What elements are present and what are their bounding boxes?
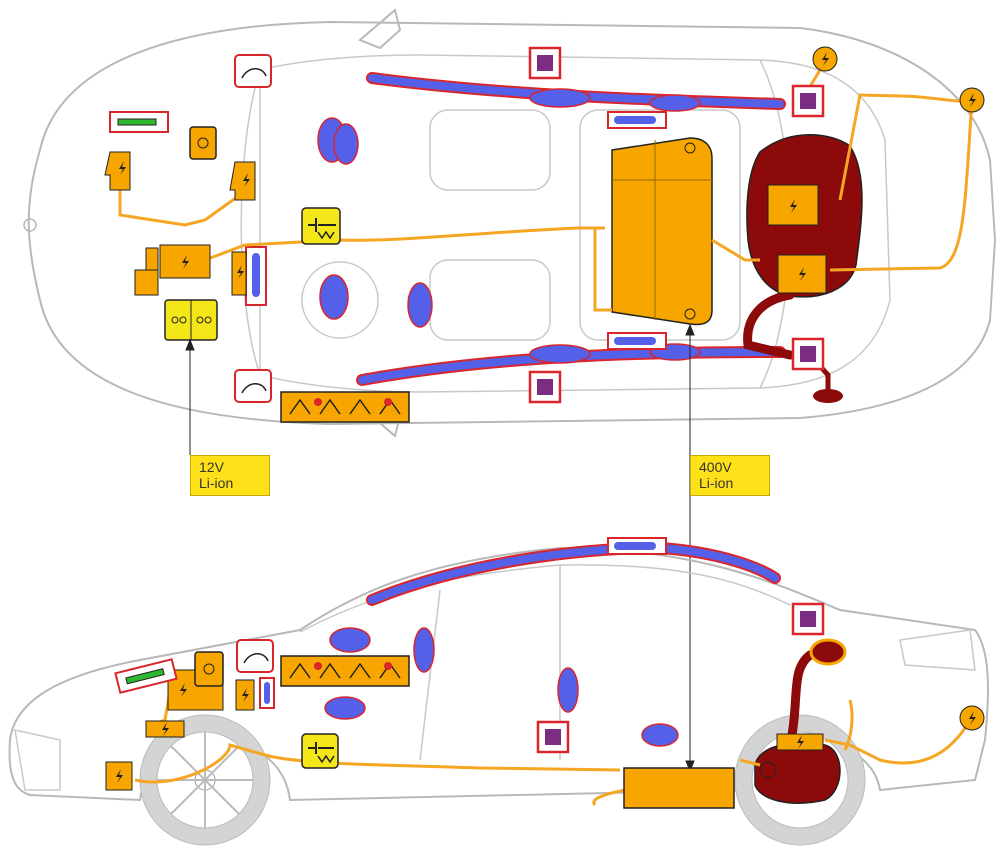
- airbag-control-unit-icon: [301, 207, 341, 245]
- label-400v-line1: 400V: [699, 459, 732, 475]
- label-12v-li-ion: 12V Li-ion: [190, 455, 270, 496]
- fuse-icon: [109, 111, 217, 160]
- car-top-inner-outline: [259, 54, 891, 393]
- label-400v-line2: Li-ion: [699, 475, 734, 491]
- fuel-filler-cap-side: [809, 638, 847, 666]
- battery-icon: [164, 299, 218, 341]
- airbag-icon: [324, 627, 679, 747]
- fuel-filler-pipe-top: [743, 290, 795, 360]
- car-top-brand-emblem: [23, 218, 37, 232]
- high-voltage-icon: [104, 46, 985, 296]
- hood-release-icon: [236, 639, 275, 709]
- car-top-front-seat-right: [429, 259, 551, 341]
- seatbelt-strip-top: [280, 391, 410, 423]
- car-top-front-seat-left: [429, 109, 551, 191]
- hv-battery-top: [611, 137, 713, 326]
- airbag-control-unit-icon: [301, 733, 339, 769]
- car-side-view: [8, 537, 989, 846]
- car-top-mirror-left: [358, 8, 402, 50]
- car-side-grille: [14, 729, 61, 791]
- fuel-filler-cap-top: [813, 389, 843, 403]
- fuse-icon: [114, 651, 224, 694]
- label-12v-line1: 12V: [199, 459, 224, 475]
- hv-battery-side: [623, 767, 735, 809]
- car-side-tail-light: [899, 629, 976, 671]
- label-12v-line2: Li-ion: [199, 475, 234, 491]
- car-top-steering-wheel: [301, 261, 379, 339]
- gas-strut-icon: [245, 111, 667, 350]
- car-top-hood-line: [240, 69, 261, 376]
- car-top-body-outline: [27, 20, 997, 426]
- label-400v-li-ion: 400V Li-ion: [690, 455, 770, 496]
- seatbelt-strip-side: [280, 655, 410, 687]
- car-top-view: [23, 8, 997, 438]
- hood-release-icon: [234, 54, 272, 403]
- pretensioner-icon: [536, 602, 825, 754]
- pretensioner-icon: [528, 46, 825, 404]
